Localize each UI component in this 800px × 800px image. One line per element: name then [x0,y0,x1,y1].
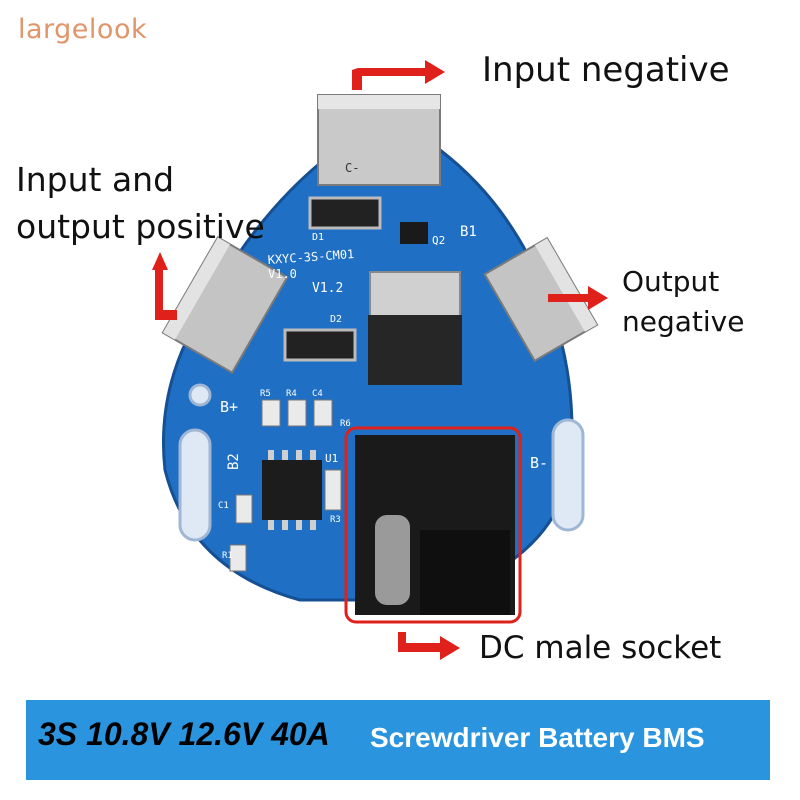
slot-left [178,428,212,542]
mosfet [369,271,461,318]
pcb-label-c1: C1 [218,501,229,511]
transistor-q2 [400,222,428,244]
arrow-right-icon [548,286,608,310]
pcb-label-version-a: V1.0 [268,267,297,281]
slot-right [551,418,585,532]
callout-input-output-positive: Input and output positive [16,156,265,250]
terminal-c-minus [317,94,441,186]
pcb-label-b-plus: B+ [220,398,238,416]
banner-description-text: Screwdriver Battery BMS [370,722,705,753]
pcb-label-r4: R4 [286,389,297,399]
arrow-right-icon [352,60,445,90]
banner-spec-text: 3S 10.8V 12.6V 40A [38,716,330,752]
terminal-b-plus [161,236,289,374]
ic-u1 [262,460,322,520]
callout-line-1: Output [622,265,720,298]
callout-line-1: Input and [16,160,175,199]
pcb-label-b1: B1 [460,224,477,240]
diode-d1 [308,196,382,230]
mount-hole [188,383,212,407]
arrow-right-icon [398,632,460,660]
pcb-label-b-minus: B- [530,454,548,472]
arrow-up-icon [152,252,177,320]
callout-input-negative: Input negative [482,50,730,90]
pcb-label-model: KXYC-3S-CM01 [267,247,354,267]
callout-line-2: negative [622,305,745,338]
product-banner [26,700,770,780]
pcb-label-u1: U1 [325,452,338,465]
pcb-label-b2: B2 [226,453,242,470]
pcb-label-r1: R1 [222,551,233,561]
diode-d2 [283,328,357,362]
dc-socket-highlight-box [344,426,522,624]
pcb-label-version-b: V1.2 [312,281,343,296]
pcb-label-r5: R5 [260,389,271,399]
pcb-label-d2: D2 [330,314,342,325]
terminal-b-minus [483,236,599,363]
callout-output-negative: Output negative [622,262,744,342]
pcb-label-d1: D1 [312,232,324,243]
pcb-label-c-minus: C- [345,161,359,175]
pcb-label-r3: R3 [330,515,341,525]
pcb-label-q2: Q2 [432,234,445,247]
callout-dc-socket: DC male socket [479,630,722,666]
callout-line-2: output positive [16,207,265,246]
pcb-label-r6: R6 [340,419,351,429]
brand-watermark: largelook [18,14,148,45]
pcb-label-c4: C4 [312,389,323,399]
